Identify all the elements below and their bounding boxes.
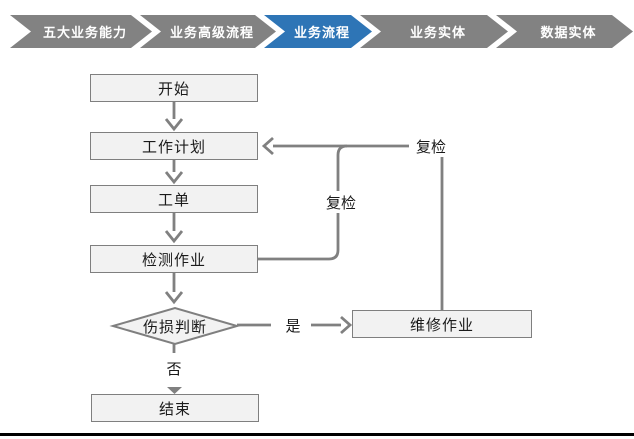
- nav-step-label: 业务高级流程: [169, 25, 254, 40]
- arrowhead-right-icon: [340, 315, 353, 335]
- flow-node-repair-work: 维修作业: [352, 310, 532, 338]
- edge-label-recheck-inner: 复检: [319, 191, 363, 213]
- flow-node-end: 结束: [91, 394, 259, 422]
- flow-node-start: 开始: [90, 74, 258, 102]
- bottom-divider: [0, 433, 634, 436]
- nav-step-business-entity[interactable]: 业务实体: [360, 15, 508, 48]
- flow-node-damage-judgment: 伤损判断: [113, 308, 237, 344]
- arrow-inspect-recheck: [258, 144, 348, 261]
- arrowhead-small-down-icon: [167, 387, 182, 394]
- arrow-repair-recheck-to-plan: [273, 144, 444, 310]
- nav-step-high-level-process[interactable]: 业务高级流程: [140, 15, 276, 48]
- edge-label-no: 否: [160, 357, 188, 379]
- node-label: 结束: [158, 400, 191, 418]
- nav-step-five-capabilities[interactable]: 五大业务能力: [10, 15, 152, 48]
- nav-step-label: 业务流程: [293, 25, 350, 40]
- arrowhead-down-icon: [164, 230, 184, 244]
- nav-step-label: 业务实体: [409, 25, 466, 40]
- nav-step-label: 五大业务能力: [42, 25, 127, 40]
- edge-label-recheck-outer: 复检: [409, 135, 453, 157]
- node-label: 工作计划: [141, 138, 206, 156]
- nav-step-data-entity[interactable]: 数据实体: [496, 15, 633, 48]
- node-label: 检测作业: [141, 251, 206, 269]
- node-label: 维修作业: [409, 316, 474, 334]
- arrowhead-down-icon: [164, 171, 184, 185]
- arrowhead-down-icon: [164, 118, 184, 132]
- node-label: 伤损判断: [142, 318, 207, 336]
- nav-step-label: 数据实体: [540, 25, 597, 40]
- decision-diamond-shape: [109, 306, 241, 346]
- node-label: 工单: [157, 191, 190, 209]
- flow-node-inspection-work: 检测作业: [90, 245, 258, 273]
- flow-node-work-order: 工单: [90, 185, 258, 213]
- arrowhead-down-icon: [164, 291, 184, 305]
- edge-label-yes: 是: [279, 314, 307, 336]
- node-label: 开始: [157, 80, 190, 98]
- arrowhead-left-icon: [261, 136, 274, 156]
- flow-node-work-plan: 工作计划: [90, 132, 258, 160]
